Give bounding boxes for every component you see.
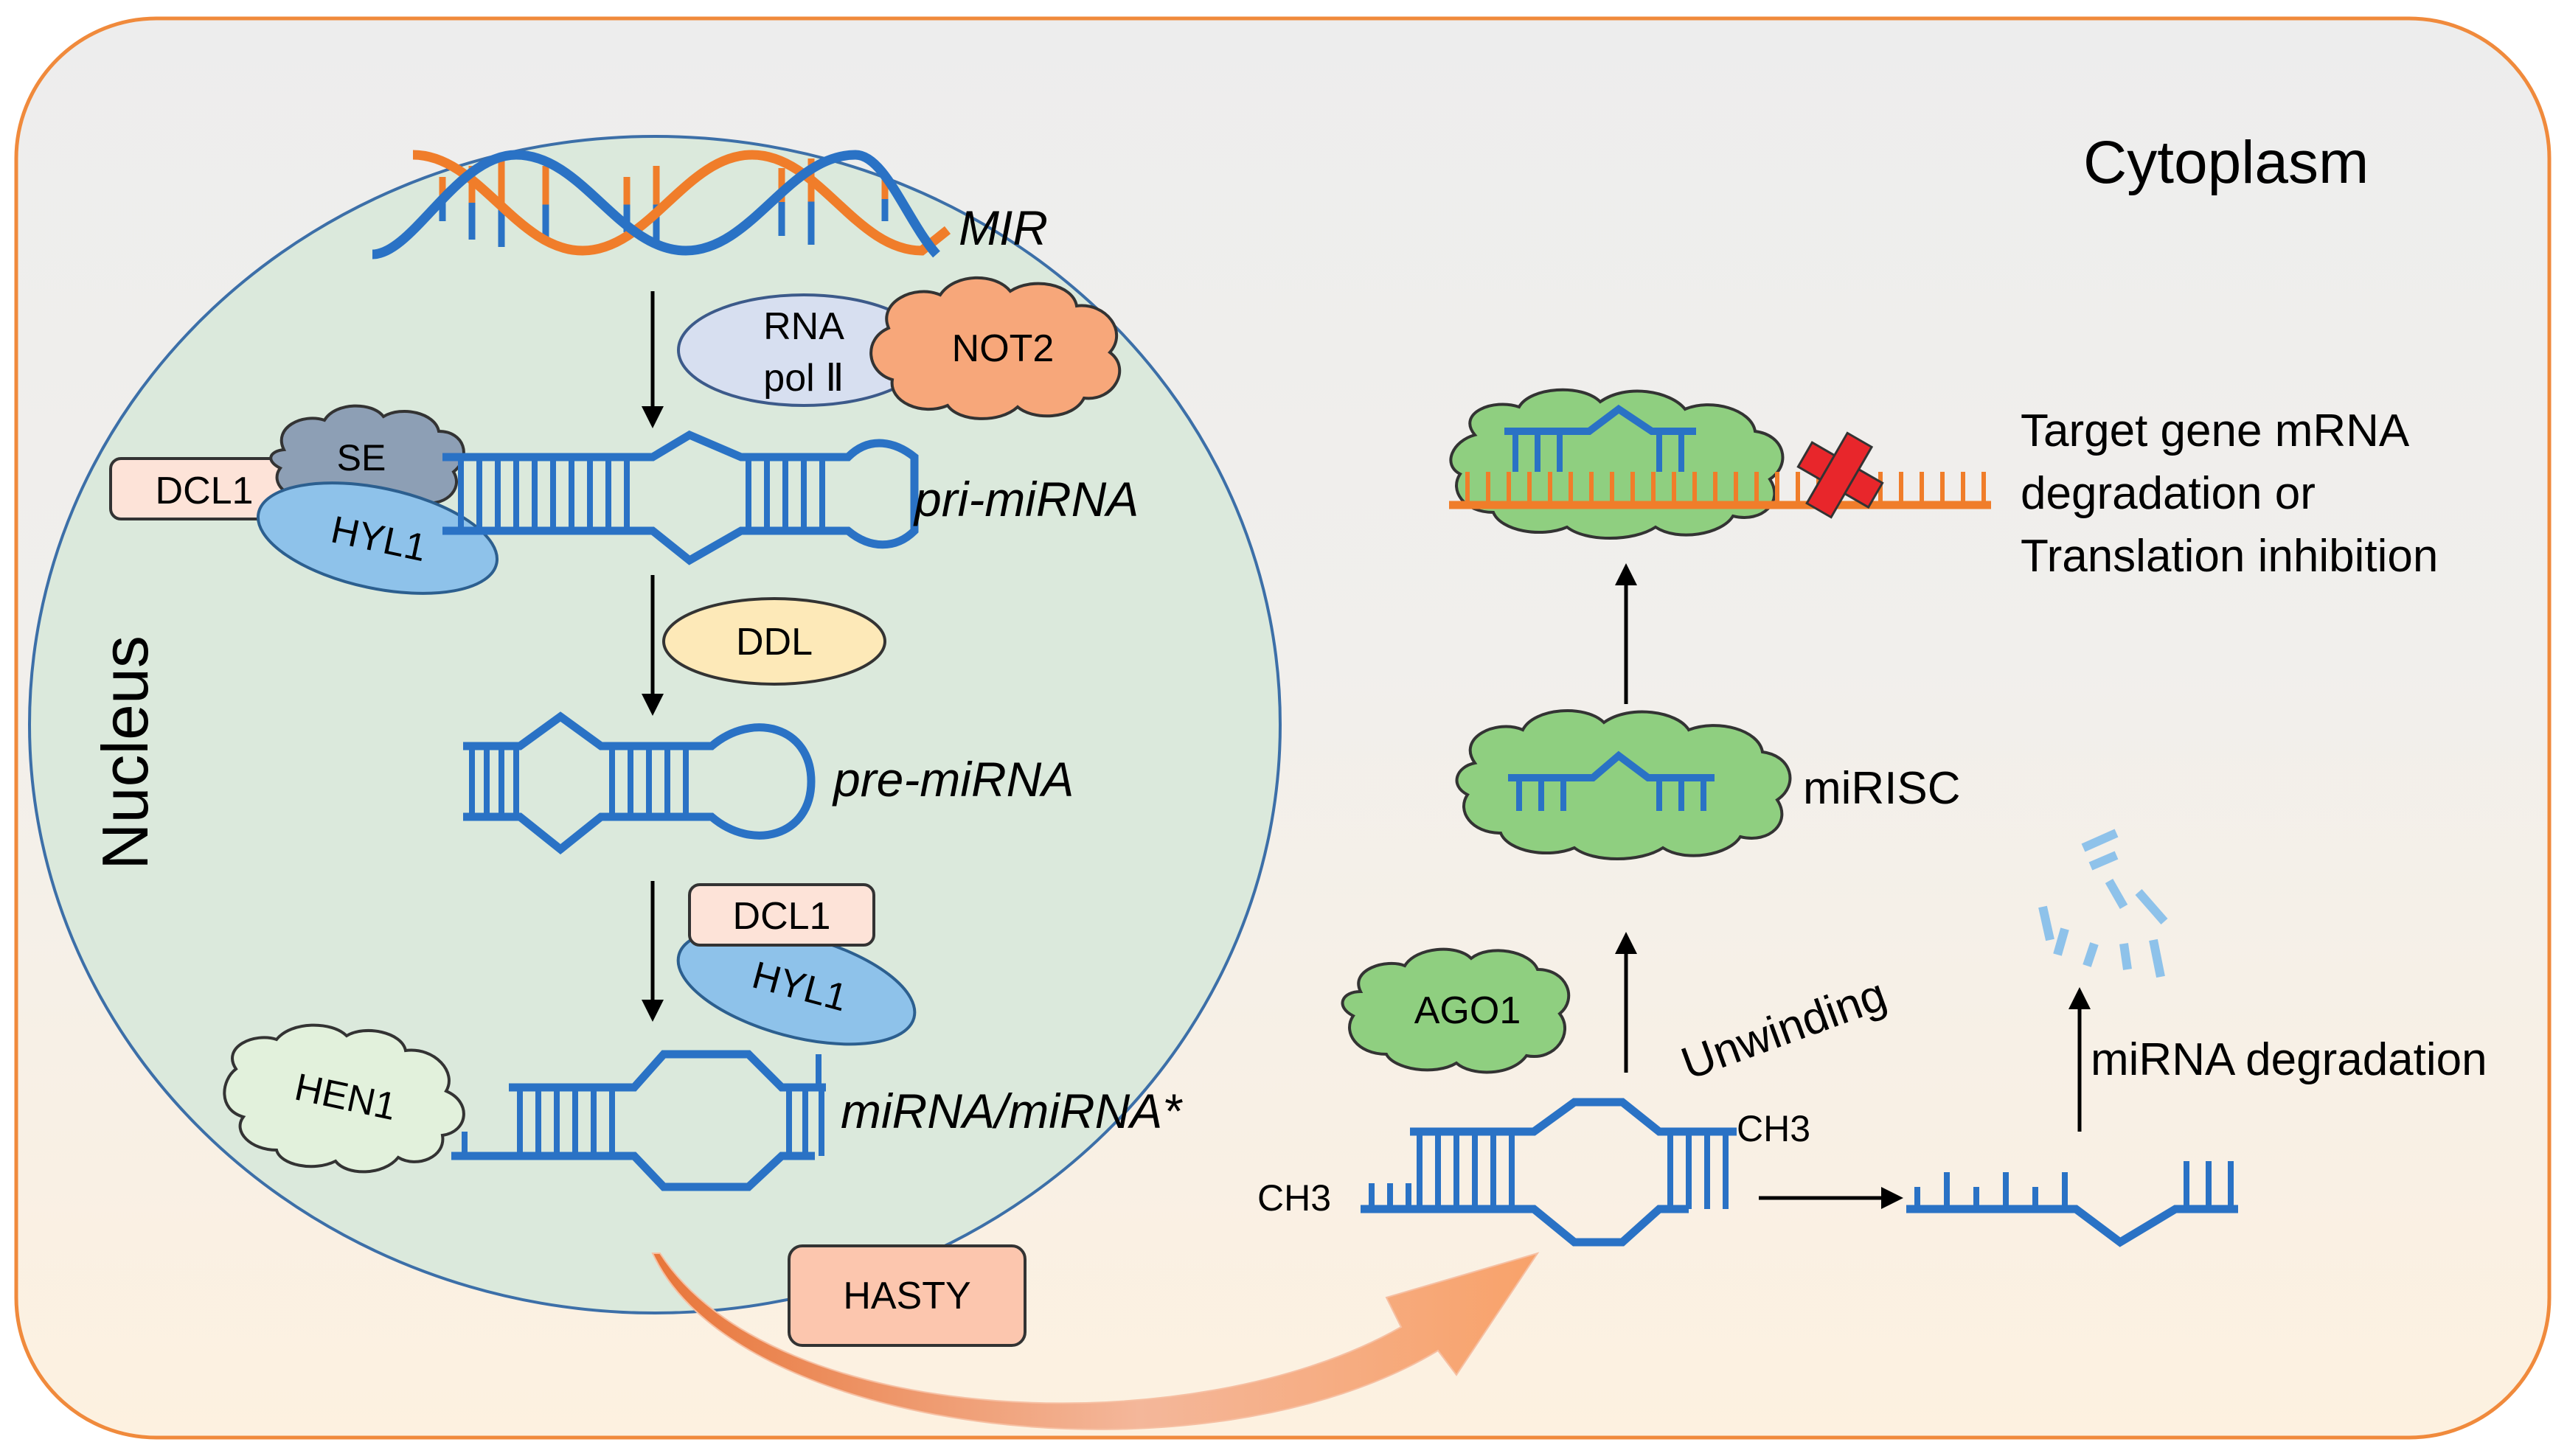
- fragment: [2081, 829, 2119, 852]
- duplex-cytoplasm: [1361, 1098, 1737, 1247]
- duplex-cytoplasm-base-pairs: [1369, 1132, 1729, 1209]
- mir-gene-dna: [372, 150, 951, 259]
- pre-mirna-hairpin: [463, 711, 816, 855]
- cross-bar-2: [1805, 431, 1874, 519]
- target-label-3: Translation inhibition: [2021, 531, 2438, 582]
- duplex-nucleus-base-pairs: [462, 1054, 824, 1156]
- pri-mirna-hairpin: [442, 430, 919, 565]
- fragment: [2053, 927, 2069, 956]
- dcl1-box-2: [688, 883, 875, 947]
- duplex-label: miRNA/miRNA*: [841, 1084, 1183, 1138]
- ago1-protein: [1341, 947, 1571, 1074]
- not2-label: NOT2: [952, 327, 1055, 370]
- duplex-nucleus-bottom-strand: [451, 1152, 815, 1191]
- mirisc-mirna: [1508, 750, 1715, 811]
- cytoplasm-label: Cytoplasm: [2083, 129, 2369, 196]
- pre-mirna-label: pre-miRNA: [832, 752, 1074, 807]
- target-label-1: Target gene mRNA: [2021, 405, 2410, 456]
- single-mirna-strand: [1906, 1161, 2238, 1247]
- fragment: [2149, 938, 2165, 978]
- mirisc-bases: [1516, 778, 1706, 811]
- duplex-nucleus-top-strand: [509, 1050, 826, 1092]
- fragment: [2135, 889, 2168, 924]
- pri-mirna-label: pri-miRNA: [913, 472, 1139, 526]
- se-label: SE: [337, 437, 386, 478]
- single-strand-bases: [1914, 1161, 2234, 1209]
- target-bound-mirna-bases: [1512, 431, 1684, 472]
- mirna-degradation-label: miRNA degradation: [2091, 1034, 2487, 1085]
- export-arrow: [651, 1252, 1540, 1430]
- hen1-protein: [223, 1023, 465, 1174]
- pre-mirna-strand: [463, 711, 816, 855]
- dcl1-label-1: DCL1: [156, 470, 254, 512]
- fragment: [2105, 879, 2128, 909]
- ddl-label: DDL: [736, 621, 813, 663]
- degraded-fragments: [2038, 829, 2168, 978]
- fragment: [2038, 905, 2054, 941]
- dcl1-label-2: DCL1: [733, 895, 831, 938]
- pri-mirna-strand: [442, 430, 919, 565]
- pri-mirna-base-pairs: [458, 457, 825, 531]
- hyl1-protein-1: [256, 481, 499, 595]
- inhibition-cross-icon: [1796, 431, 1884, 519]
- single-strand-backbone: [1906, 1205, 2238, 1247]
- duplex-nucleus: [451, 1050, 826, 1191]
- duplex-cytoplasm-bottom-strand: [1361, 1205, 1689, 1247]
- hasty-box: [788, 1244, 1027, 1347]
- dna-strand-blue: [372, 150, 940, 259]
- fragment: [2088, 851, 2119, 871]
- target-label-2: degradation or: [2021, 468, 2316, 519]
- dna-strand-orange: [412, 150, 951, 256]
- target-bound-mirna: [1504, 404, 1696, 472]
- mirisc-complex: [1455, 709, 1792, 860]
- duplex-cytoplasm-top-strand: [1410, 1098, 1737, 1136]
- pre-mirna-base-pairs: [469, 746, 689, 817]
- rna-pol-ii-label-2: pol Ⅱ: [763, 357, 844, 400]
- hasty-label: HASTY: [843, 1275, 970, 1317]
- target-mrna-bases: [1465, 472, 1986, 505]
- mirisc-label: miRISC: [1803, 763, 1961, 814]
- rna-pol-ii-label-1: RNA: [763, 305, 844, 348]
- mir-label: MIR: [959, 201, 1048, 255]
- fragment: [2083, 942, 2099, 967]
- ddl-protein: [662, 597, 886, 686]
- fragment: [2119, 943, 2132, 970]
- nucleus-label: Nucleus: [88, 635, 161, 870]
- not2-protein: [869, 276, 1122, 420]
- ch3-left-label: CH3: [1257, 1177, 1331, 1219]
- ago1-label: AGO1: [1414, 989, 1521, 1032]
- ch3-right-label: CH3: [1737, 1108, 1810, 1149]
- target-mrna: [1449, 472, 1991, 509]
